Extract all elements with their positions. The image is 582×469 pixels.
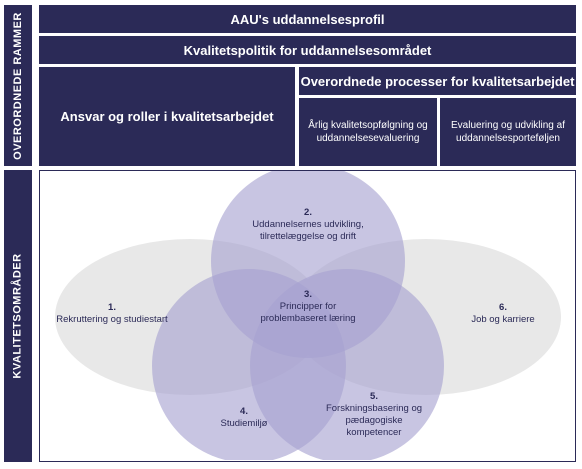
- area-4-number: 4.: [240, 406, 248, 417]
- area-2-text: 2. Uddannelsernes udvikling, tilrettelæg…: [252, 207, 364, 243]
- area-3-number: 3.: [304, 289, 312, 300]
- frameworks-side-text: OVERORDNEDE RAMMER: [12, 11, 25, 160]
- area-6-text: 6. Job og karriere: [448, 302, 558, 326]
- processes-label: Overordnede processer for kvalitetsarbej…: [300, 73, 575, 89]
- profile-label: AAU's uddannelsesprofil: [230, 11, 385, 27]
- area-5-label: Forskningsbasering og pædagogiske kompet…: [325, 403, 423, 438]
- roles-label: Ansvar og roller i kvalitetsarbejdet: [60, 109, 274, 124]
- area-4-label: Studiemiljø: [220, 418, 268, 429]
- annual-followup-label: Årlig kvalitetsopfølgning og uddannelses…: [308, 120, 428, 144]
- area-3-text: 3. Principper for problembaseret læring: [258, 289, 358, 325]
- processes-box: Overordnede processer for kvalitetsarbej…: [299, 67, 576, 95]
- roles-box: Ansvar og roller i kvalitetsarbejdet: [39, 67, 295, 166]
- area-4-text: 4. Studiemiljø: [194, 406, 294, 430]
- area-1-label: Rekruttering og studiestart: [56, 314, 168, 325]
- area-6-label: Job og karriere: [471, 314, 535, 325]
- portfolio-label: Evaluering og udvikling af uddannelsespo…: [451, 120, 565, 144]
- area-1-number: 1.: [108, 302, 116, 313]
- area-2-number: 2.: [304, 207, 312, 218]
- quality-areas-panel: 1. Rekruttering og studiestart 2. Uddann…: [39, 170, 576, 462]
- policy-box: Kvalitetspolitik for uddannelsesområdet: [39, 36, 576, 64]
- portfolio-box: Evaluering og udvikling af uddannelsespo…: [440, 98, 576, 166]
- area-3-label: Principper for problembaseret læring: [260, 301, 356, 324]
- area-5-circle: [250, 269, 444, 460]
- area-2-label: Uddannelsernes udvikling, tilrettelæggel…: [252, 219, 364, 242]
- venn-diagram: [55, 171, 561, 460]
- area-5-text: 5. Forskningsbasering og pædagogiske kom…: [318, 391, 430, 439]
- area-5-number: 5.: [370, 391, 378, 402]
- quality-areas-side-label: KVALITETSOMRÅDER: [4, 170, 32, 462]
- annual-followup-box: Årlig kvalitetsopfølgning og uddannelses…: [299, 98, 437, 166]
- area-1-text: 1. Rekruttering og studiestart: [52, 302, 172, 326]
- quality-areas-side-text: KVALITETSOMRÅDER: [12, 253, 25, 379]
- profile-box: AAU's uddannelsesprofil: [39, 5, 576, 33]
- area-6-number: 6.: [499, 302, 507, 313]
- policy-label: Kvalitetspolitik for uddannelsesområdet: [183, 42, 432, 58]
- frameworks-side-label: OVERORDNEDE RAMMER: [4, 5, 32, 166]
